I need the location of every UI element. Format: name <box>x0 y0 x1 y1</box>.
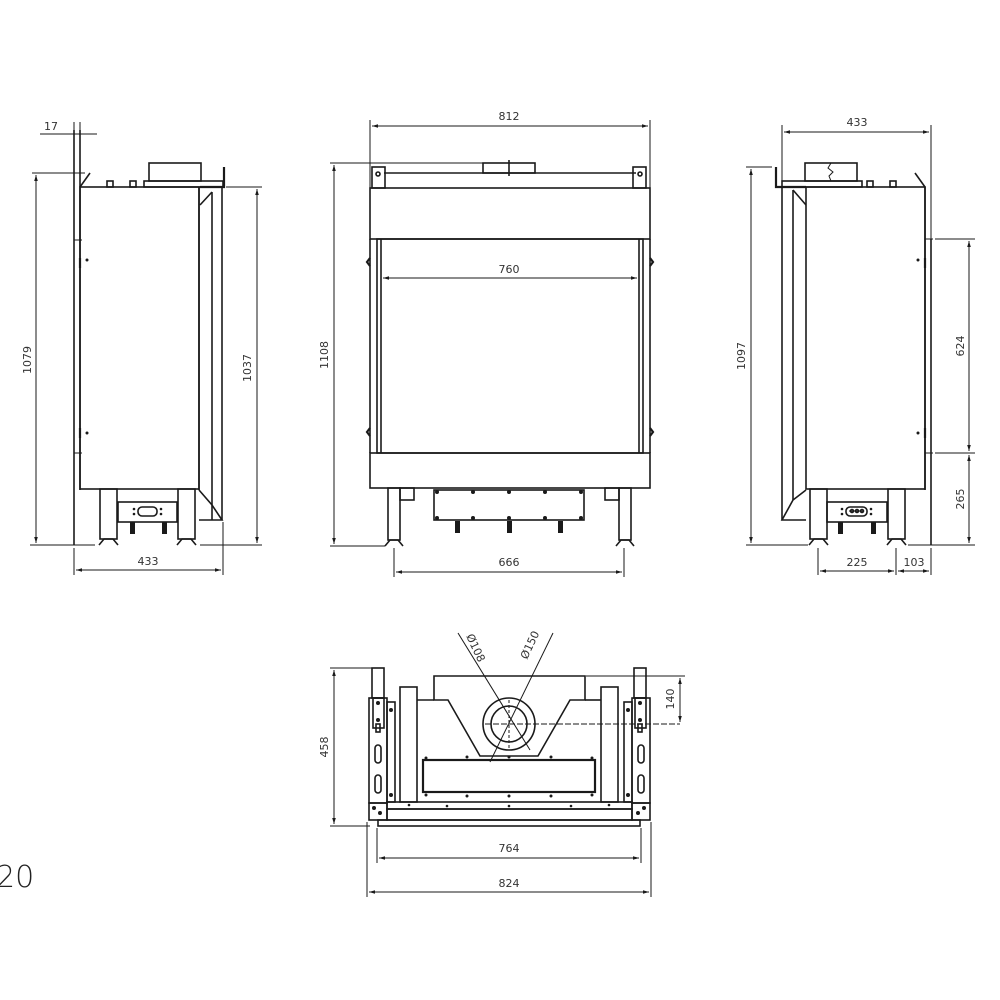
dim-depth: 458 <box>318 737 331 758</box>
dim-glass-width: 760 <box>499 263 520 276</box>
right-side-view: 433 1097 624 265 225 103 <box>735 116 975 575</box>
front-view: 812 760 1108 666 <box>318 110 655 577</box>
dim-depth: 433 <box>847 116 868 129</box>
dim-leg-spacing: 225 <box>847 556 868 569</box>
dim-leg-spacing: 666 <box>499 556 520 569</box>
dim-overall-width: 824 <box>499 877 520 890</box>
dim-wall-offset: 17 <box>44 120 58 133</box>
dim-upper-section: 624 <box>954 336 967 357</box>
dim-flue-offset: 140 <box>664 689 677 710</box>
dim-body-height: 1037 <box>241 354 254 382</box>
dim-depth: 433 <box>138 555 159 568</box>
dim-overall-width: 812 <box>499 110 520 123</box>
dim-inner-width: 764 <box>499 842 520 855</box>
left-side-view: 17 1079 1037 433 <box>21 120 262 575</box>
dim-outer-flue-diameter: Ø150 <box>518 629 542 661</box>
dim-total-height: 1097 <box>735 342 748 370</box>
dim-lower-section: 265 <box>954 489 967 510</box>
dim-total-height: 1108 <box>318 341 331 369</box>
dim-leg-to-back: 103 <box>904 556 925 569</box>
top-view: Ø108 Ø150 458 140 764 824 <box>318 629 685 897</box>
model-label: 20 <box>0 860 34 895</box>
dim-total-height: 1079 <box>21 346 34 374</box>
